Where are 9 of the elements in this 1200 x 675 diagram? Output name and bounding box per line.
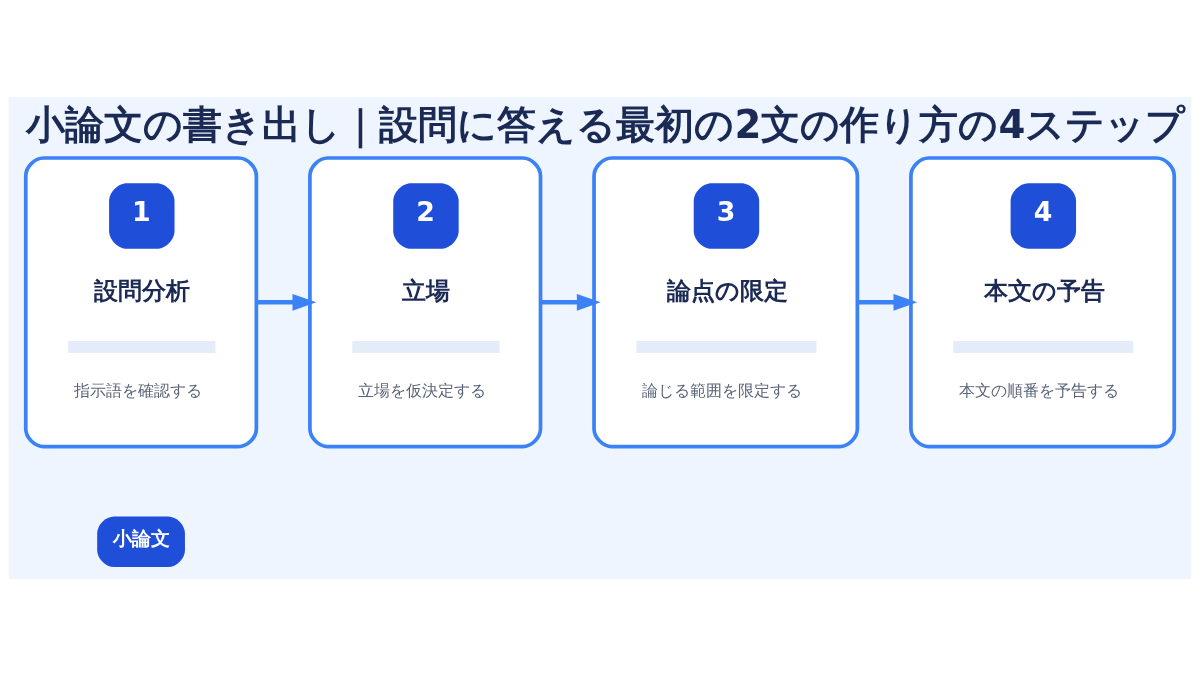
diagram-title: 小論文の書き出し｜設問に答える最初の2文の作り方の4ステップ xyxy=(26,101,1186,147)
arrow xyxy=(857,293,918,311)
label: 小論文 xyxy=(112,526,170,550)
node-box: 4 本文の予告 本文の順番を予告する xyxy=(909,155,1177,448)
node-box: 1 設問分析 指示語を確認する xyxy=(23,155,259,448)
arrow xyxy=(540,293,601,311)
node-box: 3 論点の限定 論じる範囲を限定する xyxy=(592,155,860,448)
node-box: 2 立場 立場を仮決定する xyxy=(308,155,543,448)
arrow xyxy=(256,293,317,311)
